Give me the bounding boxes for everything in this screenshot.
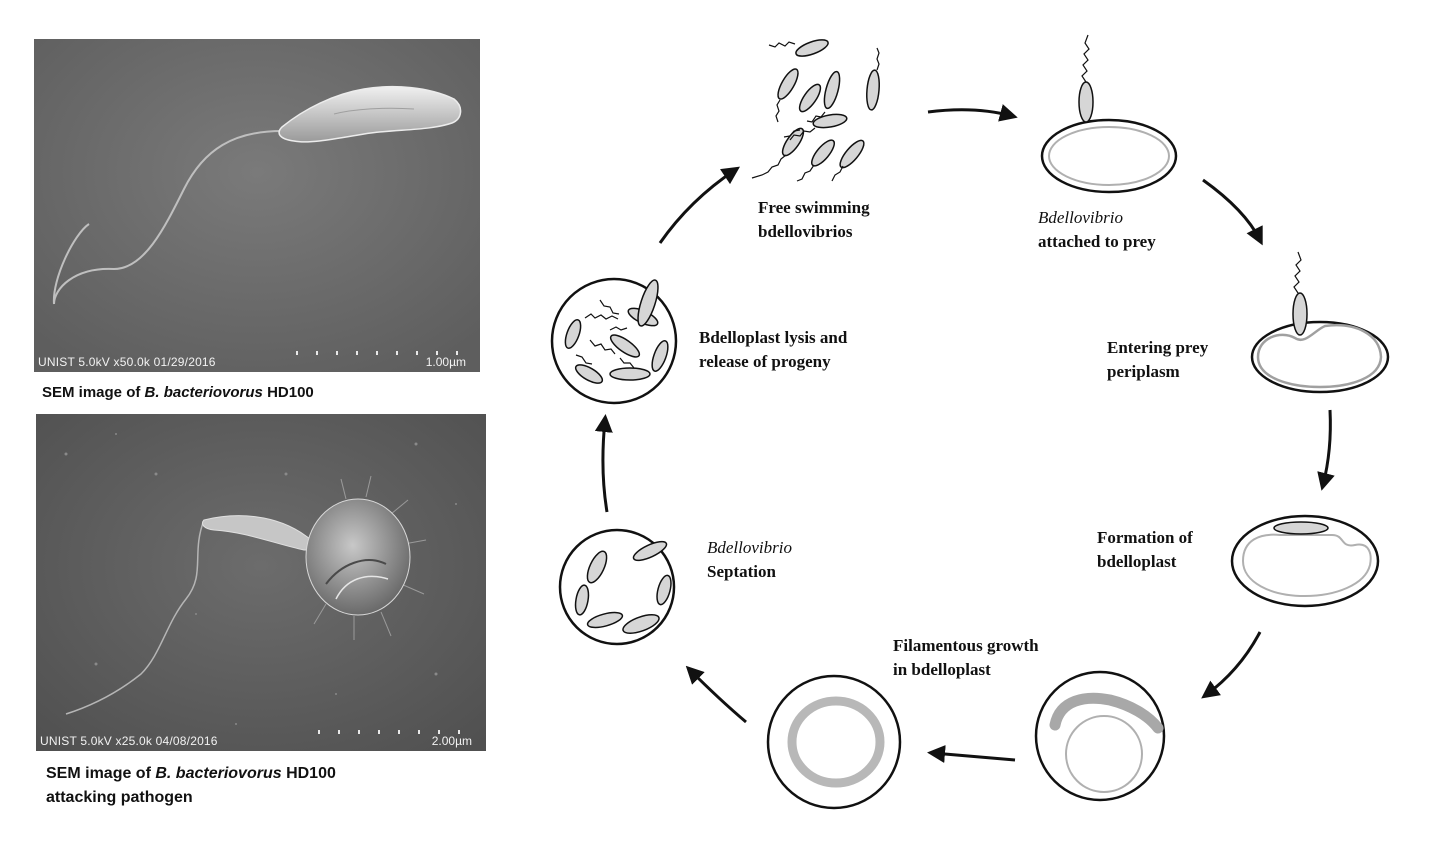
label-line2: periplasm <box>1107 362 1180 381</box>
arrow-attached-to-entering <box>1202 178 1263 246</box>
caption-species: B. bacteriovorus <box>155 765 282 782</box>
caption-suffix: HD100 <box>281 765 336 782</box>
arrow-formation-to-filament <box>1201 631 1262 699</box>
label-lysis: Bdelloplast lysis and release of progeny <box>699 326 847 374</box>
label-line2: attached to prey <box>1038 232 1156 251</box>
arrow-free-to-attached <box>927 104 1018 122</box>
label-free-swimming: Free swimming bdellovibrios <box>758 196 870 244</box>
label-italic: Bdellovibrio <box>707 538 792 557</box>
stage-growing-ring <box>766 674 902 810</box>
stage-entering <box>1250 251 1390 394</box>
sem-info-1: UNIST 5.0kV x50.0k 01/29/2016 <box>38 355 216 369</box>
sem-micrograph-1 <box>34 39 480 372</box>
label-line2: Septation <box>707 562 776 581</box>
arrow-lysis-to-free <box>658 166 740 244</box>
label-italic: Bdellovibrio <box>1038 208 1123 227</box>
caption-prefix: SEM image of <box>46 765 156 782</box>
caption-suffix: HD100 <box>262 384 314 401</box>
stage-lysis <box>550 277 678 405</box>
label-line1: Filamentous growth <box>893 636 1039 655</box>
sem-caption-2: SEM image of B. bacteriovorus HD100 atta… <box>46 762 336 810</box>
label-entering: Entering prey periplasm <box>1107 336 1208 384</box>
caption-line2: attacking pathogen <box>46 789 193 806</box>
stage-free-swimming-cells <box>777 39 880 169</box>
stage-septation <box>558 528 676 646</box>
arrow-septation-to-lysis <box>594 414 613 513</box>
sem-scale-2: 2.00µm <box>431 734 472 748</box>
sem-scale-1: 1.00µm <box>425 355 466 369</box>
sem-image-1: UNIST 5.0kV x50.0k 01/29/2016 1.00µm <box>34 39 480 372</box>
stage-formation <box>1230 514 1380 608</box>
sem-caption-1: SEM image of B. bacteriovorus HD100 <box>42 382 314 404</box>
label-line1: Bdelloplast lysis and <box>699 328 848 347</box>
sem-image-2: UNIST 5.0kV x25.0k 04/08/2016 2.00µm <box>36 414 486 751</box>
cycle-arrows <box>594 104 1335 763</box>
label-formation: Formation of bdelloplast <box>1097 526 1193 574</box>
stage-attached <box>1040 34 1178 194</box>
label-septation: Bdellovibrio Septation <box>707 536 792 584</box>
arrow-entering-to-formation <box>1317 409 1335 491</box>
label-attached: Bdellovibrio attached to prey <box>1038 206 1156 254</box>
caption-species: B. bacteriovorus <box>144 384 263 401</box>
label-line1: Formation of <box>1097 528 1193 547</box>
sem-info-2: UNIST 5.0kV x25.0k 04/08/2016 <box>40 734 218 748</box>
label-line2: bdelloplast <box>1097 552 1177 571</box>
arrow-growing-to-septation <box>685 665 747 724</box>
label-line2: in bdelloplast <box>893 660 991 679</box>
label-line2: bdellovibrios <box>758 222 853 241</box>
stage-free-swimming-flagella <box>751 41 880 182</box>
arrow-filament-to-growing <box>927 744 1016 763</box>
label-filamentous: Filamentous growth in bdelloplast <box>893 634 1039 682</box>
sem-micrograph-2 <box>36 414 486 751</box>
label-line2: release of progeny <box>699 352 831 371</box>
stage-filamentous <box>1034 670 1166 802</box>
label-line1: Free swimming <box>758 198 870 217</box>
caption-prefix: SEM image of <box>42 384 145 401</box>
label-line1: Entering prey <box>1107 338 1209 357</box>
